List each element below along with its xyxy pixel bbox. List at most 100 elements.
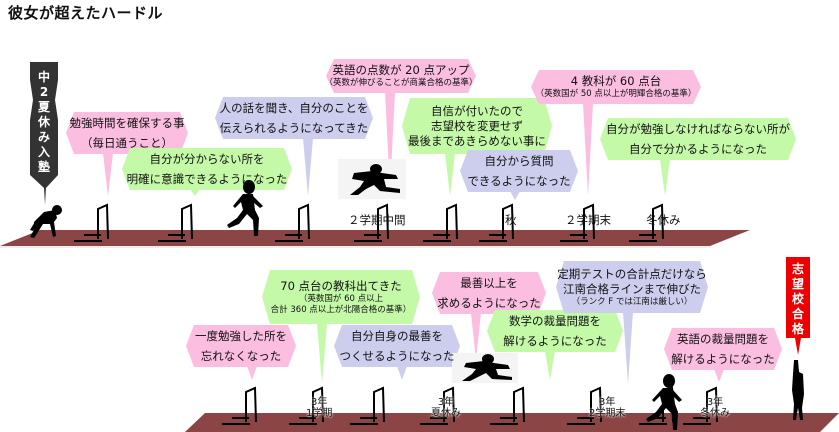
- row2-bubble-tail: [247, 366, 257, 380]
- bubble-text-line: 自分で分かるようになった: [629, 142, 767, 156]
- row1-bubble-shape: [66, 112, 188, 154]
- bubble-text-line: つくせるようになった: [339, 349, 455, 363]
- page-title: 彼女が超えたハードル: [8, 4, 164, 22]
- bubble-text-line: 伝えられるようになってきた: [219, 121, 369, 135]
- row2-bubble-shape: [334, 325, 460, 367]
- milestone-3rd-year-winter: 3年 冬休み: [700, 397, 730, 419]
- milestone-3rd-year-summer: 3年 夏休み: [431, 397, 461, 419]
- row2-bubble-shape: [556, 261, 708, 313]
- start-flag-label: 中2夏休み入塾: [37, 70, 50, 174]
- row2-bubble: 最善以上を求めるようになった: [432, 272, 546, 314]
- bubble-text-line: 最後まであきらめない事に: [408, 133, 546, 148]
- bubble-text-line: （毎日通うこと）: [81, 136, 173, 150]
- start-flag: [30, 62, 58, 205]
- running-athlete-icon: [227, 180, 263, 236]
- bubble-text-line: 自分が分からない所を: [149, 152, 265, 166]
- row1-bubble: 勉強時間を確保する事 （毎日通うこと）: [66, 112, 188, 154]
- jumping-athlete-icon: [338, 159, 406, 199]
- bubble-note: （英数国が 60 点以上: [298, 293, 384, 304]
- milestone-3rd-year-1st-term: 3年 1学期: [306, 397, 332, 419]
- milestone-3rd-year-summer-term: 夏休み: [431, 408, 461, 419]
- row2-bubble-tail: [545, 351, 555, 380]
- milestone-3rd-year-winter-year: 3年: [706, 397, 724, 408]
- hurdle-icon: [683, 386, 718, 425]
- row1-bubble-shape: [402, 98, 552, 154]
- goal-flag-label: 志望校合格: [791, 262, 804, 336]
- bubble-text-line: 自分から質問: [484, 154, 554, 168]
- row1-bubble-shape: [215, 97, 373, 139]
- row2-bubble-shape: [487, 310, 623, 352]
- bubble-tails-row2: [186, 261, 782, 384]
- bubble-text-line: 志望校を変更せず: [431, 118, 523, 133]
- row1-bubble: 自信が付いたので志望校を変更せず最後まであきらめない事に: [402, 98, 552, 154]
- bubble-text-line: 人の話を聞き、自分のことを: [219, 101, 369, 115]
- milestone-3rd-year-1st-term-year: 3年: [311, 397, 328, 408]
- hurdle-icon: [423, 203, 458, 242]
- milestone-3rd-year-summer-year: 3年: [437, 397, 455, 408]
- hurdle-icon: [275, 203, 310, 242]
- hurdle-icon: [629, 203, 664, 242]
- hurdle-icon: [490, 386, 525, 425]
- bubble-text-line: 勉強時間を確保する事: [69, 116, 185, 130]
- row2-bubble-shape: [664, 328, 782, 370]
- row2-bubble: 数学の裁量問題を解けるようになった: [487, 310, 623, 352]
- row2-bubble-tail: [623, 312, 633, 384]
- row2-bubble-shape: [186, 325, 296, 367]
- row1-bubble-tail: [190, 189, 200, 196]
- bubble-text-line: 自分自身の最善を: [351, 329, 443, 343]
- row1-bubble: 人の話を聞き、自分のことを伝えられるようになってきた: [215, 97, 373, 139]
- row2-bubble: 定期テストの合計点だけなら江南合格ラインまで伸びた（ランク F では江南は厳しい…: [556, 261, 708, 313]
- bubble-tails-row1: [66, 59, 796, 200]
- bubble-text-line: 忘れなくなった: [200, 349, 282, 363]
- row1-bubble-tail: [510, 191, 520, 200]
- row2-bubble: 自分自身の最善をつくせるようになった: [334, 325, 460, 367]
- goal-flag: [786, 257, 810, 355]
- hurdle-icon: [158, 203, 193, 242]
- row1-bubble-tail: [583, 103, 593, 196]
- row2-bubble-tail: [317, 323, 327, 384]
- track-row1: [0, 230, 750, 246]
- hurdles-row1: [74, 203, 664, 242]
- milestone-3rd-year-2nd-term-end-term: 2学期末: [589, 408, 626, 419]
- row1-bubble-shape: [460, 150, 578, 192]
- row2-bubble-shape: [262, 270, 420, 324]
- row1-bubble: 自分から質問できるようになった: [460, 150, 578, 192]
- bubble-note: （英数国が 50 点以上が明輝合格の基準）: [535, 89, 697, 99]
- bubble-text-line: 自信が付いたので: [431, 103, 523, 118]
- hurdle-icon: [354, 203, 389, 242]
- row1-bubble: 4 教科が 60 点台（英数国が 50 点以上が明輝合格の基準）: [531, 70, 701, 104]
- row1-bubble-shape: [122, 148, 292, 190]
- jumping-athlete-row2-icon: [452, 353, 518, 383]
- bubble-text-line: 自分が勉強しなければならない所が: [606, 122, 790, 136]
- row1-bubble-tail: [660, 159, 670, 196]
- hurdle-icon: [567, 386, 602, 425]
- milestone-autumn: 秋: [505, 213, 517, 227]
- bubble-text-line: 江南合格ラインまで伸びた: [563, 281, 701, 296]
- hurdle-icon: [350, 386, 385, 425]
- bubble-text-line: 求めるようになった: [437, 296, 541, 310]
- row1-bubble-tail: [445, 153, 455, 196]
- bubble-text-line: 4 教科が 60 点台: [570, 74, 662, 88]
- hurdle-icon: [420, 386, 455, 425]
- bubble-text-line: 70 点台の教科出てきた: [280, 278, 402, 293]
- row2-bubble-tail: [397, 366, 407, 380]
- row1-bubble: 英語の点数が 20 点アップ（英数が伸びることが商業合格の基準）: [325, 59, 478, 93]
- milestone-2nd-term-end: ２学期末: [565, 213, 611, 227]
- bubble-note: 合計 360 点以上が北陽合格の基準）: [270, 304, 412, 315]
- row2-bubble-shape: [432, 272, 546, 314]
- row2-bubble: 70 点台の教科出てきた（英数国が 60 点以上合計 360 点以上が北陽合格の…: [262, 270, 420, 324]
- milestone-3rd-year-2nd-term-end-year: 3年: [599, 397, 616, 408]
- milestone-3rd-year-2nd-term-end: 3年 2学期末: [589, 397, 625, 419]
- row1-bubble-shape: [531, 70, 701, 104]
- row1-bubble-shape: [600, 118, 796, 160]
- row2-bubble: 一度勉強した所を忘れなくなった: [186, 325, 296, 367]
- bubble-text-line: 定期テストの合計点だけなら: [557, 266, 707, 281]
- bubble-note: （ランク F では江南は厳しい）: [571, 296, 693, 307]
- bubble-text-line: 一度勉強した所を: [195, 329, 287, 343]
- milestone-3rd-year-winter-term: 冬休み: [700, 408, 730, 419]
- hurdle-icon: [479, 203, 514, 242]
- running-athlete-row2-icon: [646, 374, 682, 430]
- bubble-text-line: できるようになった: [467, 174, 571, 188]
- row1-bubble-tail: [103, 153, 113, 196]
